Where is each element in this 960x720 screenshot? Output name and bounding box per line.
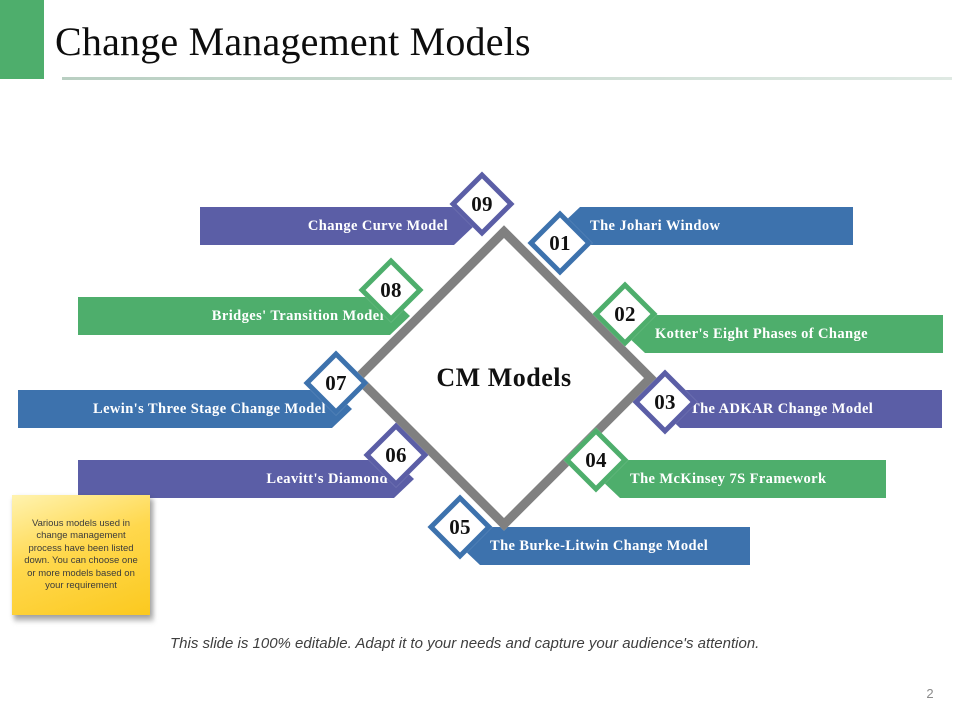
model-bar-09[interactable]: Change Curve Model [200,207,474,245]
sticky-note-text: Various models used in change management… [24,517,138,592]
model-bar-07-label: Lewin's Three Stage Change Model [93,400,326,417]
center-diamond-label: CM Models [436,363,572,392]
model-bar-05-label: The Burke-Litwin Change Model [490,537,709,554]
model-bar-09-label: Change Curve Model [307,217,448,234]
model-bar-04[interactable]: The McKinsey 7S Framework [600,460,886,498]
page-title: Change Management Models [55,19,531,64]
model-bar-08-label: Bridges' Transition Model [211,307,384,324]
model-bar-03[interactable]: The ADKAR Change Model [660,390,942,428]
model-bar-03-label: The ADKAR Change Model [690,400,874,417]
header-accent-bar [0,0,44,79]
model-bar-02[interactable]: Kotter's Eight Phases of Change [625,315,943,353]
model-bar-05[interactable]: The Burke-Litwin Change Model [460,527,750,565]
page-number: 2 [926,686,934,701]
sticky-note[interactable] [12,495,150,615]
diagram-stage: Change Curve Model Bridges' Transition M… [0,95,960,620]
model-bar-01[interactable]: The Johari Window [560,207,853,245]
header-divider [62,77,952,80]
model-bar-01-label: The Johari Window [590,217,721,234]
model-bar-07[interactable]: Lewin's Three Stage Change Model [18,390,352,428]
model-bar-06-label: Leavitt's Diamond [266,470,388,487]
model-bar-02-label: Kotter's Eight Phases of Change [655,325,868,342]
model-bar-06[interactable]: Leavitt's Diamond [78,460,414,498]
model-bar-08[interactable]: Bridges' Transition Model [78,297,410,335]
footer-note: This slide is 100% editable. Adapt it to… [170,635,760,652]
model-bar-04-label: The McKinsey 7S Framework [630,470,827,487]
